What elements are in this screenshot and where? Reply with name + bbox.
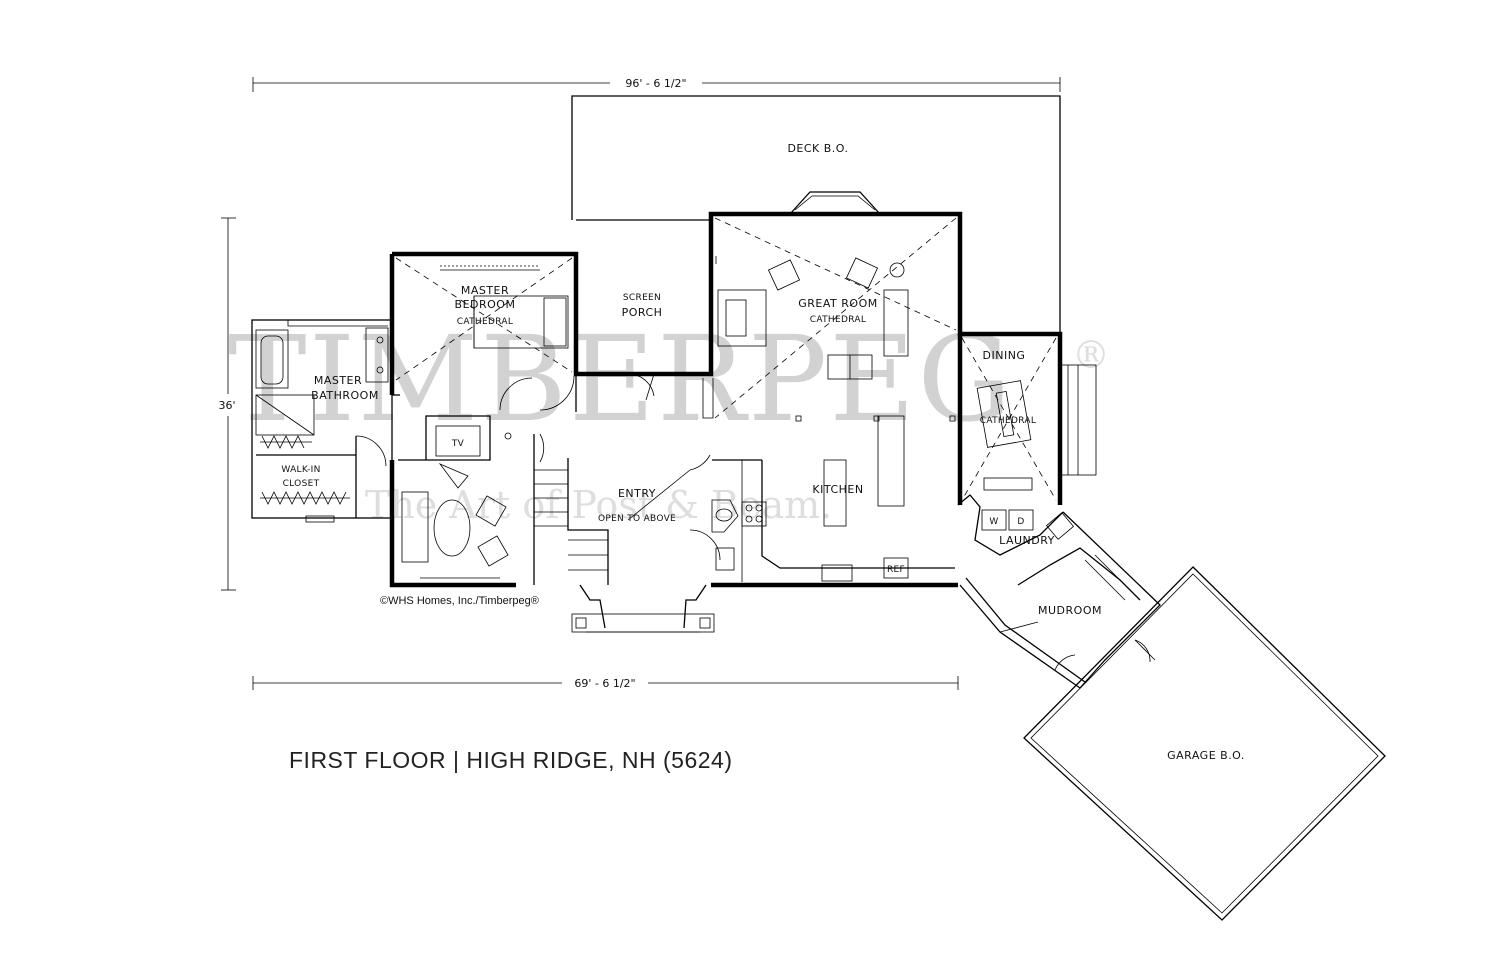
page-title: FIRST FLOOR | HIGH RIDGE, NH (5624) [289, 747, 733, 773]
master-bedroom-label-2: BEDROOM [455, 298, 516, 311]
dimension-bottom-label: 69' - 6 1/2" [574, 677, 635, 690]
entry-label-2: OPEN TO ABOVE [598, 514, 676, 524]
entry-label-1: ENTRY [618, 487, 656, 500]
dining-label-2: CATHEDRAL [980, 416, 1036, 426]
dimension-top: 96' - 6 1/2" [252, 77, 1061, 92]
watermark-brand: TIMBERPEG [228, 310, 1014, 448]
dimension-left-label: 36' [218, 399, 235, 412]
deck-label: DECK B.O. [787, 142, 848, 155]
master-bath-wing: MASTER BATHROOM WALK-IN CLOSET [251, 319, 393, 523]
great-room-label-2: CATHEDRAL [810, 315, 866, 325]
dimension-left: 36' [218, 217, 236, 591]
screen-porch-label-2: PORCH [622, 306, 663, 319]
ref-label: REF [887, 565, 905, 575]
great-room: GREAT ROOM CATHEDRAL [714, 191, 957, 422]
laundry-label: LAUNDRY [999, 534, 1055, 547]
garage: GARAGE B.O. [1023, 566, 1386, 921]
dimension-bottom: 69' - 6 1/2" [252, 676, 959, 690]
dryer-label: D [1017, 517, 1024, 527]
watermark-tagline: The Art of Post & Beam. [365, 483, 832, 527]
deck: DECK B.O. [571, 95, 1061, 332]
dining-label-1: DINING [983, 349, 1026, 362]
master-bedroom-label-3: CATHEDRAL [457, 317, 513, 327]
sitting-area: TV [398, 415, 545, 579]
dimension-top-label: 96' - 6 1/2" [625, 77, 686, 90]
tv-label: TV [451, 439, 465, 449]
kitchen: REF KITCHEN [712, 415, 955, 582]
great-room-label-1: GREAT ROOM [798, 297, 877, 310]
timberpeg-watermark: TIMBERPEG ® The Art of Post & Beam. [228, 310, 1110, 527]
master-bedroom: MASTER BEDROOM CATHEDRAL [392, 257, 577, 412]
copyright-text: ©WHS Homes, Inc./Timberpeg® [380, 595, 539, 607]
dining-room: DINING CATHEDRAL [961, 337, 1097, 501]
garage-label: GARAGE B.O. [1167, 749, 1245, 762]
screen-porch: SCREEN PORCH [576, 219, 714, 419]
mudroom-wing: MUDROOM LAUNDRY W D [957, 494, 1161, 689]
master-bath-label-2: BATHROOM [311, 389, 379, 402]
walk-in-label-1: WALK-IN [281, 465, 320, 475]
master-bath-label-1: MASTER [314, 374, 362, 387]
walk-in-label-2: CLOSET [283, 479, 320, 489]
entry: ENTRY OPEN TO ABOVE [533, 434, 739, 585]
screen-porch-label-1: SCREEN [623, 293, 661, 303]
master-bedroom-label-1: MASTER [461, 284, 509, 297]
kitchen-label: KITCHEN [812, 483, 863, 496]
front-porch [571, 584, 715, 633]
washer-label: W [989, 517, 998, 527]
exterior-walls [389, 211, 1063, 588]
mudroom-label: MUDROOM [1038, 604, 1102, 617]
